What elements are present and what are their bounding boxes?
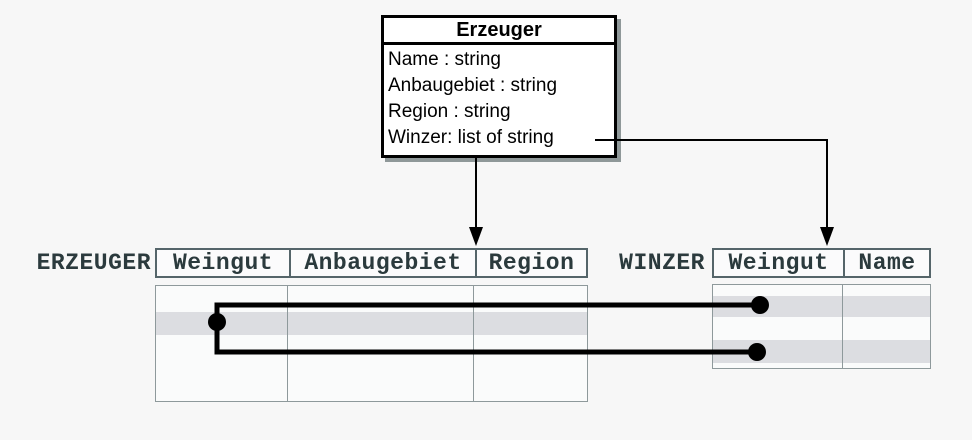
- highlighted-row: [713, 296, 930, 317]
- arrow-class-to-erzeuger-table: [469, 157, 483, 246]
- erzeuger-table-header: Weingut Anbaugebiet Region: [155, 248, 588, 278]
- erzeuger-table-label: ERZEUGER: [36, 250, 151, 276]
- column-header-weingut: Weingut: [728, 250, 829, 276]
- class-attribute: Name : string: [388, 49, 501, 70]
- class-attribute: Region : string: [388, 101, 511, 122]
- winzer-table-label: WINZER: [619, 250, 705, 276]
- arrowhead-down-icon: [469, 227, 483, 246]
- column-header-anbaugebiet: Anbaugebiet: [289, 250, 475, 276]
- column-divider: [842, 285, 843, 368]
- column-divider: [287, 286, 288, 401]
- column-divider: [473, 286, 474, 401]
- erzeuger-table-body: [155, 285, 588, 402]
- highlighted-row: [713, 340, 930, 363]
- column-header-region: Region: [475, 250, 586, 276]
- class-title: Erzeuger: [384, 18, 614, 45]
- winzer-table-body: [712, 284, 931, 369]
- class-attribute: Winzer: list of string: [388, 127, 554, 148]
- class-attribute: Anbaugebiet : string: [388, 75, 558, 96]
- uml-class-box: Erzeuger Name : string Anbaugebiet : str…: [381, 15, 617, 158]
- class-attribute-list: Name : string Anbaugebiet : string Regio…: [384, 45, 614, 151]
- winzer-table-header: Weingut Name: [712, 248, 931, 278]
- column-header-name: Name: [843, 250, 929, 276]
- column-header-weingut: Weingut: [172, 250, 274, 276]
- arrow-winzer-attr-to-winzer-table: [595, 139, 834, 246]
- highlighted-row: [156, 312, 587, 335]
- arrowhead-down-icon: [820, 227, 834, 246]
